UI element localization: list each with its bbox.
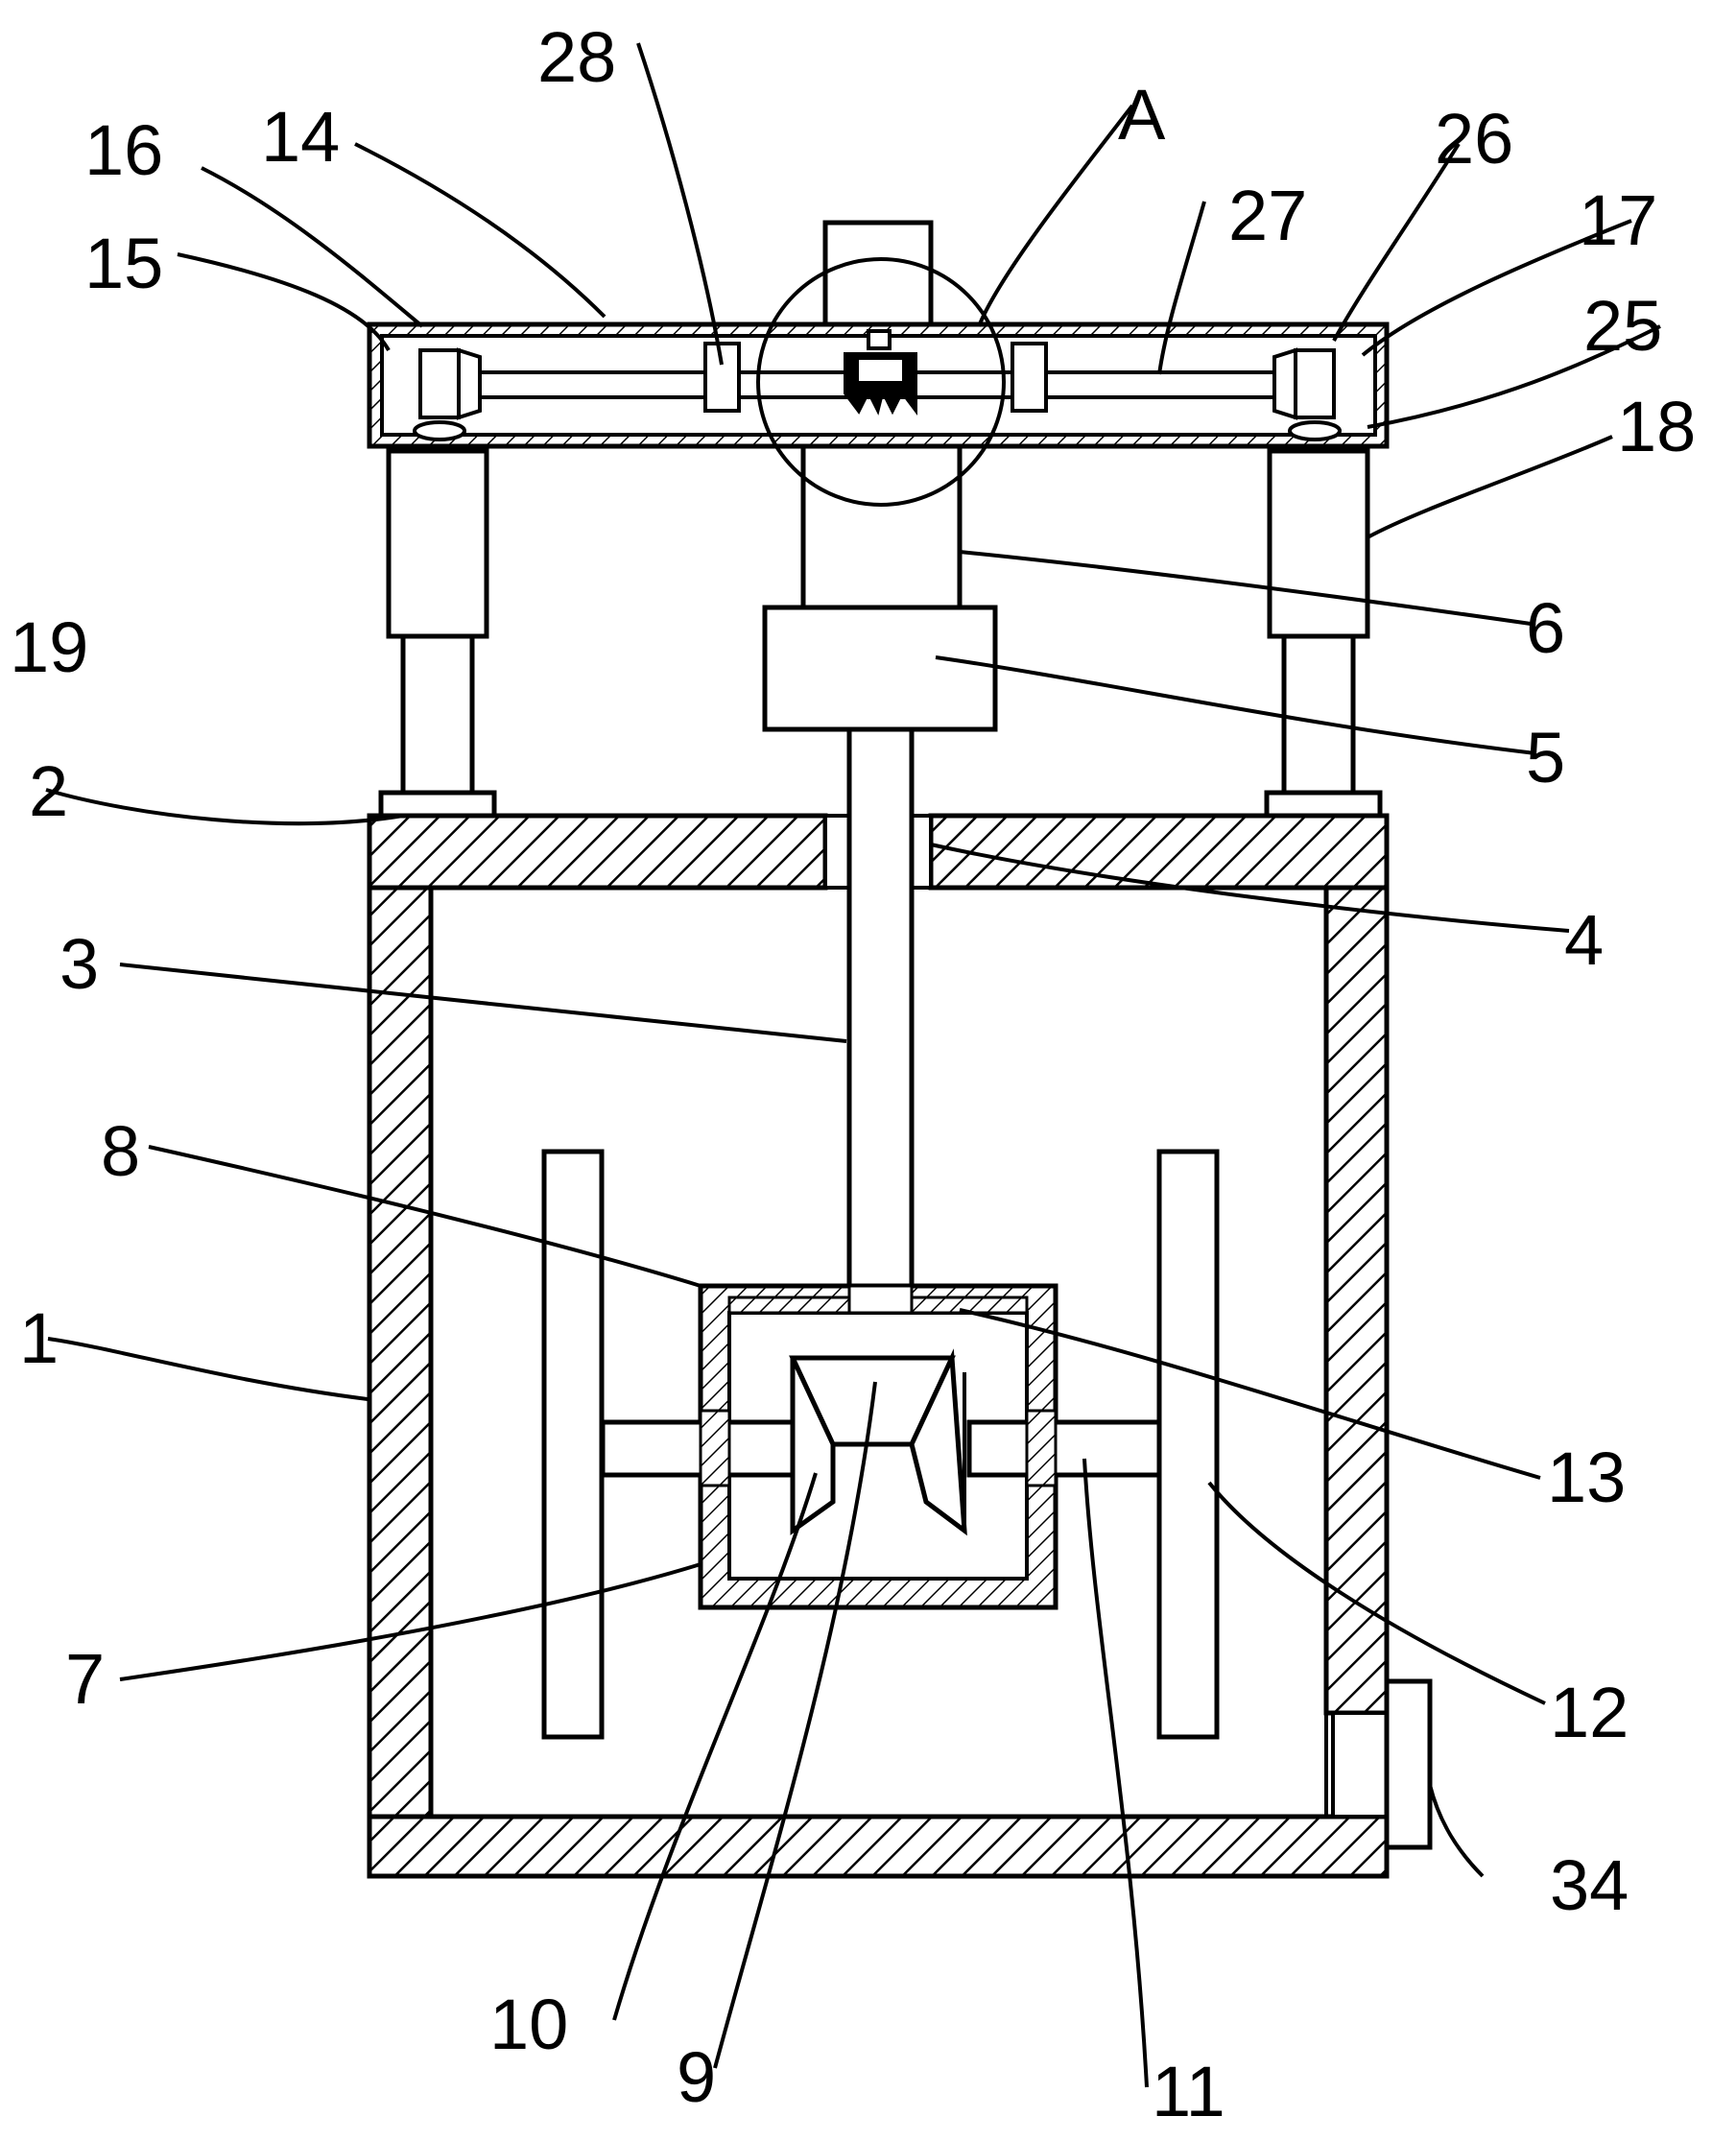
label-27: 27 [1228, 176, 1307, 255]
label-34: 34 [1550, 1845, 1629, 1925]
label-a: A [1118, 75, 1166, 155]
label-4: 4 [1564, 900, 1604, 980]
label-7: 7 [65, 1639, 105, 1719]
label-18: 18 [1617, 387, 1696, 466]
label-6: 6 [1526, 588, 1565, 668]
outlet-valve [1331, 1678, 1433, 1850]
label-11: 11 [1152, 2052, 1225, 2131]
label-8: 8 [101, 1111, 140, 1191]
support-column-right [1264, 448, 1383, 819]
labels: 1 2 3 4 5 6 7 8 9 10 11 12 13 14 15 16 1… [10, 17, 1696, 2131]
label-3: 3 [59, 924, 99, 1004]
label-19: 19 [10, 607, 88, 687]
motor-support [800, 434, 963, 610]
label-5: 5 [1526, 718, 1565, 797]
label-13: 13 [1547, 1438, 1626, 1517]
horizontal-shafts [600, 1409, 1164, 1487]
support-column-left [378, 448, 497, 819]
label-2: 2 [29, 751, 68, 831]
label-9: 9 [677, 2037, 716, 2117]
stirring-shaft [846, 726, 915, 1361]
label-1: 1 [19, 1298, 59, 1378]
label-14: 14 [261, 97, 340, 177]
label-16: 16 [84, 110, 163, 190]
top-frame [367, 220, 1390, 449]
label-28: 28 [537, 17, 616, 97]
label-12: 12 [1550, 1673, 1629, 1752]
leader-lines [45, 42, 1661, 2088]
motor [762, 605, 998, 732]
label-26: 26 [1435, 99, 1513, 178]
label-10: 10 [489, 1985, 568, 2064]
detail-circle-a [756, 257, 1006, 507]
label-15: 15 [84, 224, 163, 303]
label-17: 17 [1579, 180, 1657, 260]
paddle-left [541, 1149, 605, 1740]
paddle-right [1156, 1149, 1220, 1740]
label-25: 25 [1583, 286, 1662, 366]
